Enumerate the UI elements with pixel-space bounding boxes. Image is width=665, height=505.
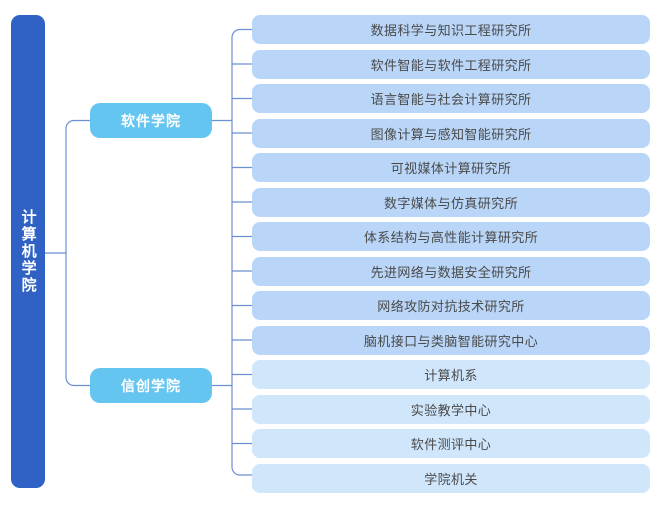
leaf-node-label: 可视媒体计算研究所 — [390, 161, 512, 176]
branch-node-xinchuang-college[interactable]: 信创学院 — [90, 368, 212, 403]
leaf-node[interactable]: 软件测评中心 — [252, 429, 650, 458]
root-node-computer-college[interactable]: 计算机学院 — [11, 15, 45, 488]
leaf-node-label: 先进网络与数据安全研究所 — [370, 264, 532, 280]
leaf-node-label: 计算机系 — [424, 368, 478, 383]
leaf-node[interactable]: 图像计算与感知智能研究所 — [252, 118, 650, 148]
leaf-node-label: 图像计算与感知智能研究所 — [370, 126, 532, 142]
leaf-node[interactable]: 学院机关 — [252, 463, 650, 493]
leaf-node-label: 体系结构与高性能计算研究所 — [363, 230, 539, 245]
branch-node-label: 软件学院 — [121, 112, 181, 129]
leaf-node[interactable]: 先进网络与数据安全研究所 — [252, 256, 650, 286]
leaf-node-label: 数据科学与知识工程研究所 — [370, 23, 532, 38]
leaf-node-label: 脑机接口与类脑智能研究中心 — [363, 333, 539, 349]
leaf-node-label: 软件测评中心 — [410, 437, 492, 452]
leaf-node[interactable]: 软件智能与软件工程研究所 — [252, 49, 650, 79]
leaf-node[interactable]: 体系结构与高性能计算研究所 — [252, 222, 650, 251]
leaf-node[interactable]: 语言智能与社会计算研究所 — [252, 84, 650, 113]
leaf-node[interactable]: 计算机系 — [252, 360, 650, 389]
leaf-node[interactable]: 数字媒体与仿真研究所 — [252, 187, 650, 217]
connector-right-spine — [231, 28, 252, 476]
leaf-node[interactable]: 网络攻防对抗技术研究所 — [252, 291, 650, 320]
leaf-node-label: 软件智能与软件工程研究所 — [370, 57, 532, 73]
connector-left-spine — [65, 119, 90, 387]
leaf-node-label: 学院机关 — [424, 471, 478, 487]
root-node-label: 计算机学院 — [19, 209, 37, 294]
branch-node-software-college[interactable]: 软件学院 — [90, 103, 212, 138]
leaf-node-label: 实验教学中心 — [410, 402, 492, 418]
leaf-node[interactable]: 数据科学与知识工程研究所 — [252, 15, 650, 44]
leaf-node[interactable]: 实验教学中心 — [252, 394, 650, 424]
leaf-node[interactable]: 脑机接口与类脑智能研究中心 — [252, 325, 650, 355]
leaf-node[interactable]: 可视媒体计算研究所 — [252, 153, 650, 182]
branch-node-label: 信创学院 — [121, 377, 181, 394]
leaf-node-label: 数字媒体与仿真研究所 — [383, 195, 518, 211]
leaf-node-label: 网络攻防对抗技术研究所 — [377, 299, 525, 314]
leaf-node-label: 语言智能与社会计算研究所 — [370, 92, 532, 107]
